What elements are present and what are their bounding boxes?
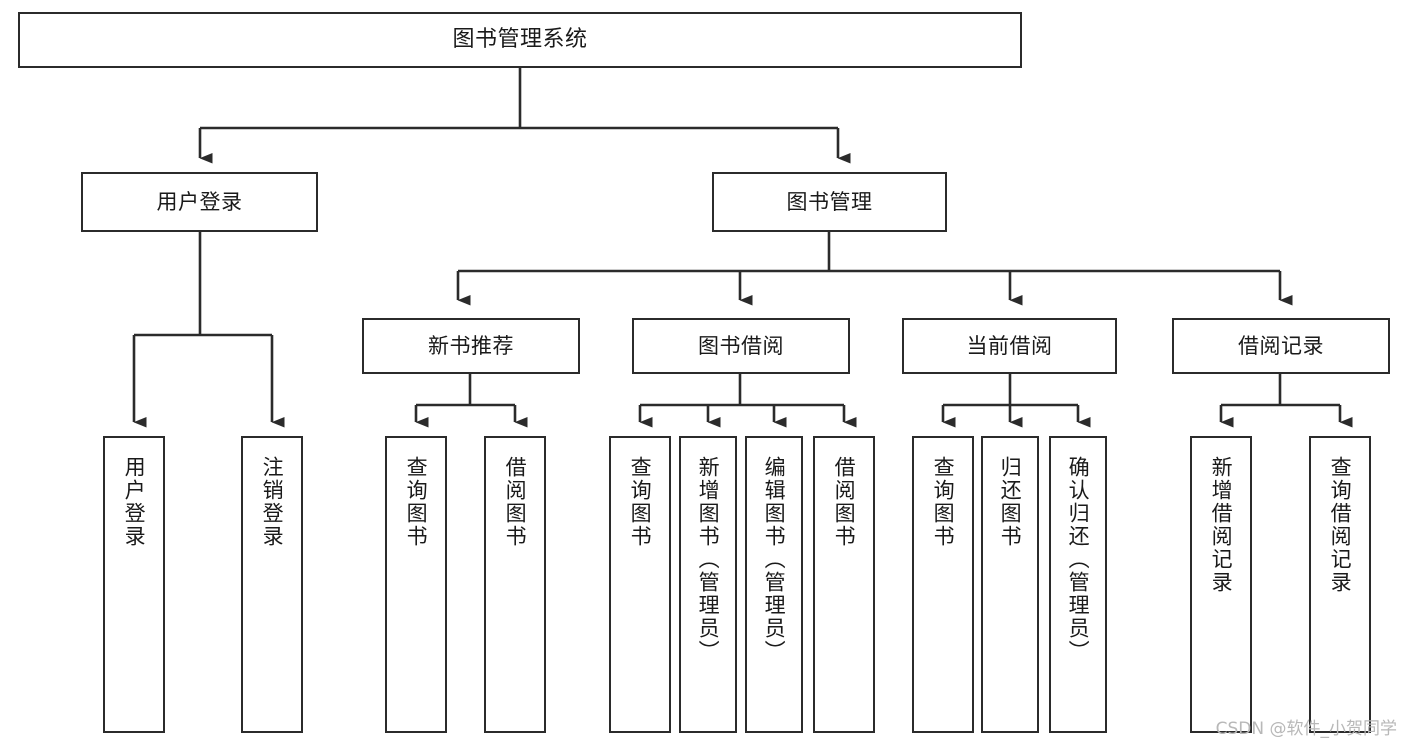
node-label: 归还图书 — [998, 456, 1023, 548]
node-user-login[interactable]: 用户登录 — [81, 172, 318, 232]
node-label: 借阅图书 — [503, 456, 528, 548]
node-label: 查询图书 — [931, 456, 956, 548]
node-leaf-add-book-admin[interactable]: 新增图书（管理员） — [679, 436, 737, 733]
node-root-book-management-system[interactable]: 图书管理系统 — [18, 12, 1022, 68]
node-leaf-return-book[interactable]: 归还图书 — [981, 436, 1039, 733]
node-label: 借阅记录 — [1238, 333, 1324, 358]
node-label: 查询借阅记录 — [1328, 456, 1353, 594]
node-label: 图书管理系统 — [452, 27, 588, 53]
node-leaf-confirm-return-admin[interactable]: 确认归还（管理员） — [1049, 436, 1107, 733]
node-label: 新增图书（管理员） — [696, 456, 721, 663]
node-leaf-borrow-book-recommend[interactable]: 借阅图书 — [484, 436, 546, 733]
node-label: 用户登录 — [156, 189, 243, 214]
node-borrow-record[interactable]: 借阅记录 — [1172, 318, 1390, 374]
node-label: 新增借阅记录 — [1209, 456, 1234, 594]
node-label: 确认归还（管理员） — [1066, 456, 1091, 663]
node-label: 新书推荐 — [428, 333, 514, 358]
node-label: 图书管理 — [786, 189, 873, 214]
node-label: 注销登录 — [260, 456, 285, 548]
node-leaf-query-book-recommend[interactable]: 查询图书 — [385, 436, 447, 733]
node-label: 查询图书 — [628, 456, 653, 548]
node-label: 当前借阅 — [966, 333, 1053, 358]
node-leaf-add-borrow-record[interactable]: 新增借阅记录 — [1190, 436, 1252, 733]
node-label: 用户登录 — [122, 456, 147, 548]
csdn-watermark: CSDN @软件_小贺同学 — [1215, 719, 1397, 739]
node-leaf-logout-login[interactable]: 注销登录 — [241, 436, 303, 733]
node-leaf-borrow-book[interactable]: 借阅图书 — [813, 436, 875, 733]
node-label: 查询图书 — [404, 456, 429, 548]
node-book-management[interactable]: 图书管理 — [712, 172, 947, 232]
node-leaf-edit-book-admin[interactable]: 编辑图书（管理员） — [745, 436, 803, 733]
node-label: 借阅图书 — [832, 456, 857, 548]
node-leaf-query-borrow-record[interactable]: 查询借阅记录 — [1309, 436, 1371, 733]
node-leaf-query-book-current[interactable]: 查询图书 — [912, 436, 974, 733]
node-current-borrow[interactable]: 当前借阅 — [902, 318, 1117, 374]
node-new-book-recommend[interactable]: 新书推荐 — [362, 318, 580, 374]
node-book-borrow[interactable]: 图书借阅 — [632, 318, 850, 374]
node-label: 图书借阅 — [698, 333, 784, 358]
node-label: 编辑图书（管理员） — [762, 456, 787, 663]
node-leaf-user-login[interactable]: 用户登录 — [103, 436, 165, 733]
node-leaf-query-book-borrow[interactable]: 查询图书 — [609, 436, 671, 733]
